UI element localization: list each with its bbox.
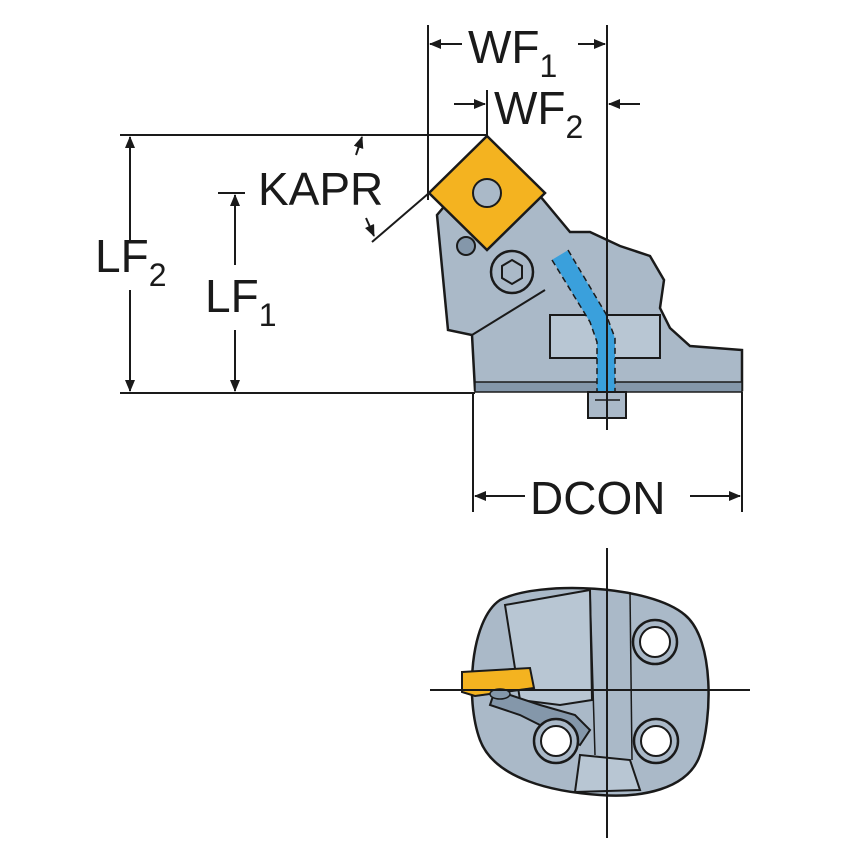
dcon-label: DCON [530,472,665,524]
mount-hole-top-right-bore [639,626,671,658]
lf1-label: LF1 [205,270,276,333]
lf2-label: LF2 [95,230,166,293]
kapr-arrow-bottom [364,217,375,237]
kapr-arrow-top [353,136,364,156]
insert-hole [472,178,502,208]
wf1-label: WF1 [468,21,557,84]
screw-socket [501,258,523,286]
mount-hole-bottom-left-bore [540,725,572,757]
dimension-lines [120,25,743,512]
front-ridge-1 [589,589,596,756]
side-view [427,134,744,419]
coolant-channel-outline [551,249,616,405]
front-ridge-2 [629,591,633,761]
wf2-label: WF2 [494,82,583,145]
kapr-label: KAPR [258,163,383,215]
mount-hole-bottom-right-bore [640,725,672,757]
front-view [430,548,750,838]
dimension-labels: WF1 WF2 KAPR LF2 LF1 DCON [95,21,665,524]
kapr-leader [371,192,430,243]
clamp-screw [489,249,535,295]
shoulder-edge [471,289,546,336]
pin-hole [456,236,476,256]
